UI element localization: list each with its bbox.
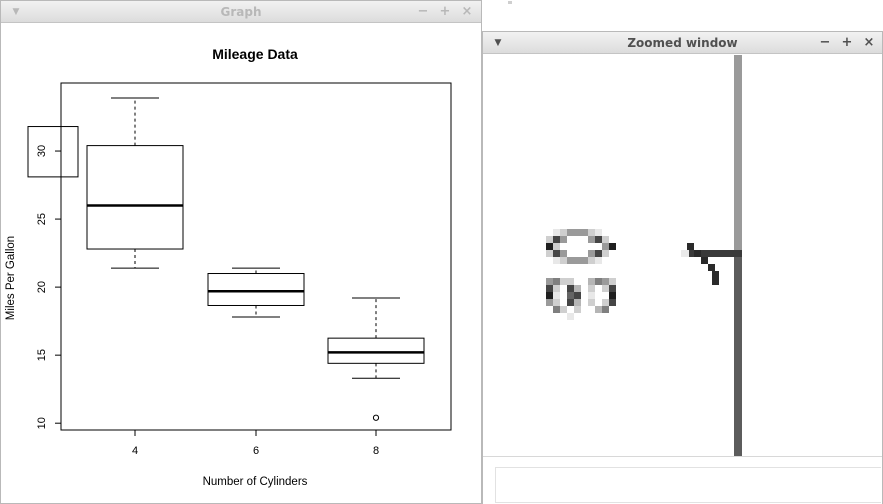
y-tick-label: 30 (36, 145, 48, 157)
x-axis-label: Number of Cylinders (203, 476, 308, 488)
graph-window: ▼ Graph − + × 10 15 20 25 30 4 6 8 Mileage Data… (0, 0, 482, 504)
maximize-icon[interactable]: + (439, 4, 451, 19)
y-axis-label: Miles Per Gallon (5, 236, 17, 320)
zoomed-bottom-strip (495, 467, 881, 503)
x-tick-label: 4 (132, 445, 138, 457)
menu-arrow-icon[interactable]: ▼ (494, 38, 502, 48)
y-tick-label: 15 (36, 349, 48, 361)
menu-arrow-icon[interactable]: ▼ (12, 7, 20, 17)
zoomed-axis-line-lower (734, 250, 742, 456)
zoomed-pixel-view (483, 55, 882, 504)
close-icon[interactable]: × (863, 35, 875, 50)
cursor-fragment (508, 1, 512, 4)
close-icon[interactable]: × (461, 4, 473, 19)
chart-title: Mileage Data (212, 46, 298, 62)
zoomed-tick-mark (689, 250, 742, 257)
maximize-icon[interactable]: + (841, 35, 853, 50)
y-tick-label: 10 (36, 417, 48, 429)
minimize-icon[interactable]: − (819, 35, 831, 50)
box-iqr (86, 145, 184, 250)
x-tick-label: 8 (373, 445, 379, 457)
zoomed-window-title: Zoomed window (627, 36, 738, 50)
box-iqr (327, 337, 425, 364)
boxplot-chart[interactable]: 10 15 20 25 30 4 6 8 Mileage Data Number of Cyl… (1, 23, 481, 503)
zoom-selection-rectangle (27, 126, 79, 178)
graph-titlebar[interactable]: ▼ Graph − + × (1, 1, 481, 23)
minimize-icon[interactable]: − (417, 4, 429, 19)
y-tick-label: 25 (36, 213, 48, 225)
x-tick-label: 6 (253, 445, 259, 457)
zoomed-titlebar[interactable]: ▼ Zoomed window − + × (483, 32, 882, 54)
graph-window-title: Graph (220, 5, 262, 19)
zoomed-window: ▼ Zoomed window − + × (482, 31, 883, 504)
y-tick-label: 20 (36, 281, 48, 293)
outlier-point (372, 414, 380, 421)
divider (483, 456, 882, 457)
zoomed-tick-shade (681, 250, 689, 257)
box-iqr (207, 273, 305, 306)
